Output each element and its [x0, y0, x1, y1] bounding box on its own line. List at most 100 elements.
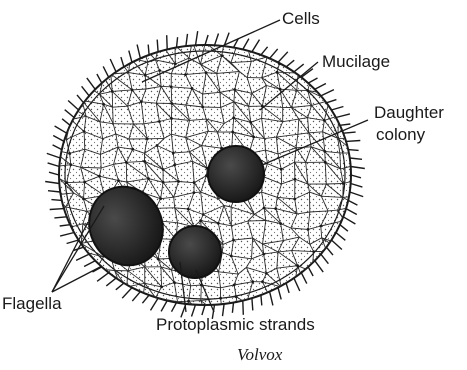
protoplasmic-strand: [146, 31, 161, 32]
protoplasmic-strand: [40, 31, 51, 49]
cell: [350, 26, 353, 29]
flagellum: [142, 295, 149, 303]
cell: [50, 148, 53, 151]
cell: [326, 269, 329, 272]
flagellum: [286, 283, 289, 293]
cell: [140, 100, 143, 103]
cell: [334, 269, 337, 272]
figure-caption: Volvox: [237, 345, 283, 364]
flagellum: [340, 225, 348, 232]
protoplasmic-strand: [68, 26, 70, 44]
flagellum: [308, 78, 317, 83]
protoplasmic-strand: [51, 29, 54, 49]
protoplasmic-strand: [44, 195, 54, 199]
protoplasmic-strand: [358, 206, 367, 211]
protoplasmic-strand: [53, 59, 68, 64]
protoplasmic-strand: [368, 303, 373, 316]
protoplasmic-strand: [114, 298, 134, 302]
protoplasmic-strand: [321, 296, 324, 319]
cell: [205, 71, 208, 74]
protoplasmic-strand: [359, 179, 373, 182]
cell: [53, 223, 56, 226]
cell: [187, 300, 190, 303]
protoplasmic-strand: [282, 302, 283, 312]
cell: [249, 121, 252, 124]
protoplasmic-strand: [178, 301, 189, 302]
protoplasmic-strand: [67, 182, 85, 183]
protoplasmic-strand: [298, 44, 311, 45]
cell: [159, 197, 162, 200]
cell: [219, 297, 222, 300]
protoplasmic-strand: [171, 87, 172, 104]
flagellum: [346, 141, 360, 142]
protoplasmic-strand: [327, 270, 335, 271]
protoplasmic-strand: [223, 28, 224, 46]
protoplasmic-strand: [308, 56, 323, 59]
cell: [173, 164, 176, 167]
cell: [312, 250, 315, 253]
protoplasmic-strand: [38, 106, 57, 107]
flagellum: [252, 40, 260, 52]
flagellum: [215, 34, 219, 46]
protoplasmic-strand: [81, 286, 100, 290]
cell: [191, 87, 194, 90]
protoplasmic-strand: [282, 302, 291, 313]
flagellum: [132, 292, 140, 302]
protoplasmic-strand: [248, 30, 267, 42]
protoplasmic-strand: [341, 251, 352, 272]
protoplasmic-strand: [100, 289, 102, 297]
protoplasmic-strand: [351, 242, 352, 250]
flagellum: [186, 34, 188, 46]
cell: [342, 90, 345, 93]
cell: [100, 59, 103, 62]
protoplasmic-strand: [359, 119, 373, 120]
protoplasmic-strand: [37, 199, 44, 209]
protoplasmic-strand: [39, 222, 44, 240]
flagellum: [93, 267, 102, 272]
daughter-colony-bottom: [169, 226, 221, 278]
flagellum: [167, 35, 168, 49]
cell: [65, 279, 68, 282]
protoplasmic-strand: [204, 26, 205, 42]
protoplasmic-strand: [357, 313, 373, 316]
protoplasmic-strand: [133, 41, 141, 44]
cell: [159, 40, 162, 43]
protoplasmic-strand: [114, 311, 129, 314]
protoplasmic-strand: [296, 44, 298, 57]
cell: [217, 222, 220, 225]
flagellum: [336, 114, 350, 118]
cell: [230, 255, 233, 258]
protoplasmic-strand: [72, 73, 83, 77]
protoplasmic-strand: [100, 29, 112, 30]
cell: [170, 85, 173, 88]
flagellum: [172, 303, 177, 312]
cell: [38, 239, 41, 242]
cell: [102, 103, 105, 106]
protoplasmic-strand: [40, 116, 41, 132]
protoplasmic-strand: [357, 71, 359, 86]
protoplasmic-strand: [36, 73, 55, 79]
protoplasmic-strand: [357, 102, 371, 105]
cell: [170, 102, 173, 105]
protoplasmic-strand: [142, 31, 146, 44]
protoplasmic-strand: [371, 168, 374, 183]
protoplasmic-strand: [355, 146, 369, 154]
protoplasmic-strand: [369, 120, 374, 132]
flagellum: [151, 298, 159, 310]
protoplasmic-strand: [37, 253, 42, 274]
cell: [79, 285, 82, 288]
cell: [279, 88, 282, 91]
protoplasmic-strand: [281, 287, 282, 302]
cell: [162, 168, 165, 171]
cell: [36, 273, 39, 276]
cell: [354, 152, 357, 155]
protoplasmic-strand: [268, 311, 282, 312]
protoplasmic-strand: [366, 183, 374, 195]
protoplasmic-strand: [366, 287, 368, 303]
protoplasmic-strand: [41, 165, 60, 179]
protoplasmic-strand: [83, 73, 88, 87]
flagellum: [60, 225, 70, 226]
cell: [358, 117, 361, 120]
protoplasmic-strand: [312, 74, 322, 75]
protoplasmic-strand: [85, 299, 102, 312]
